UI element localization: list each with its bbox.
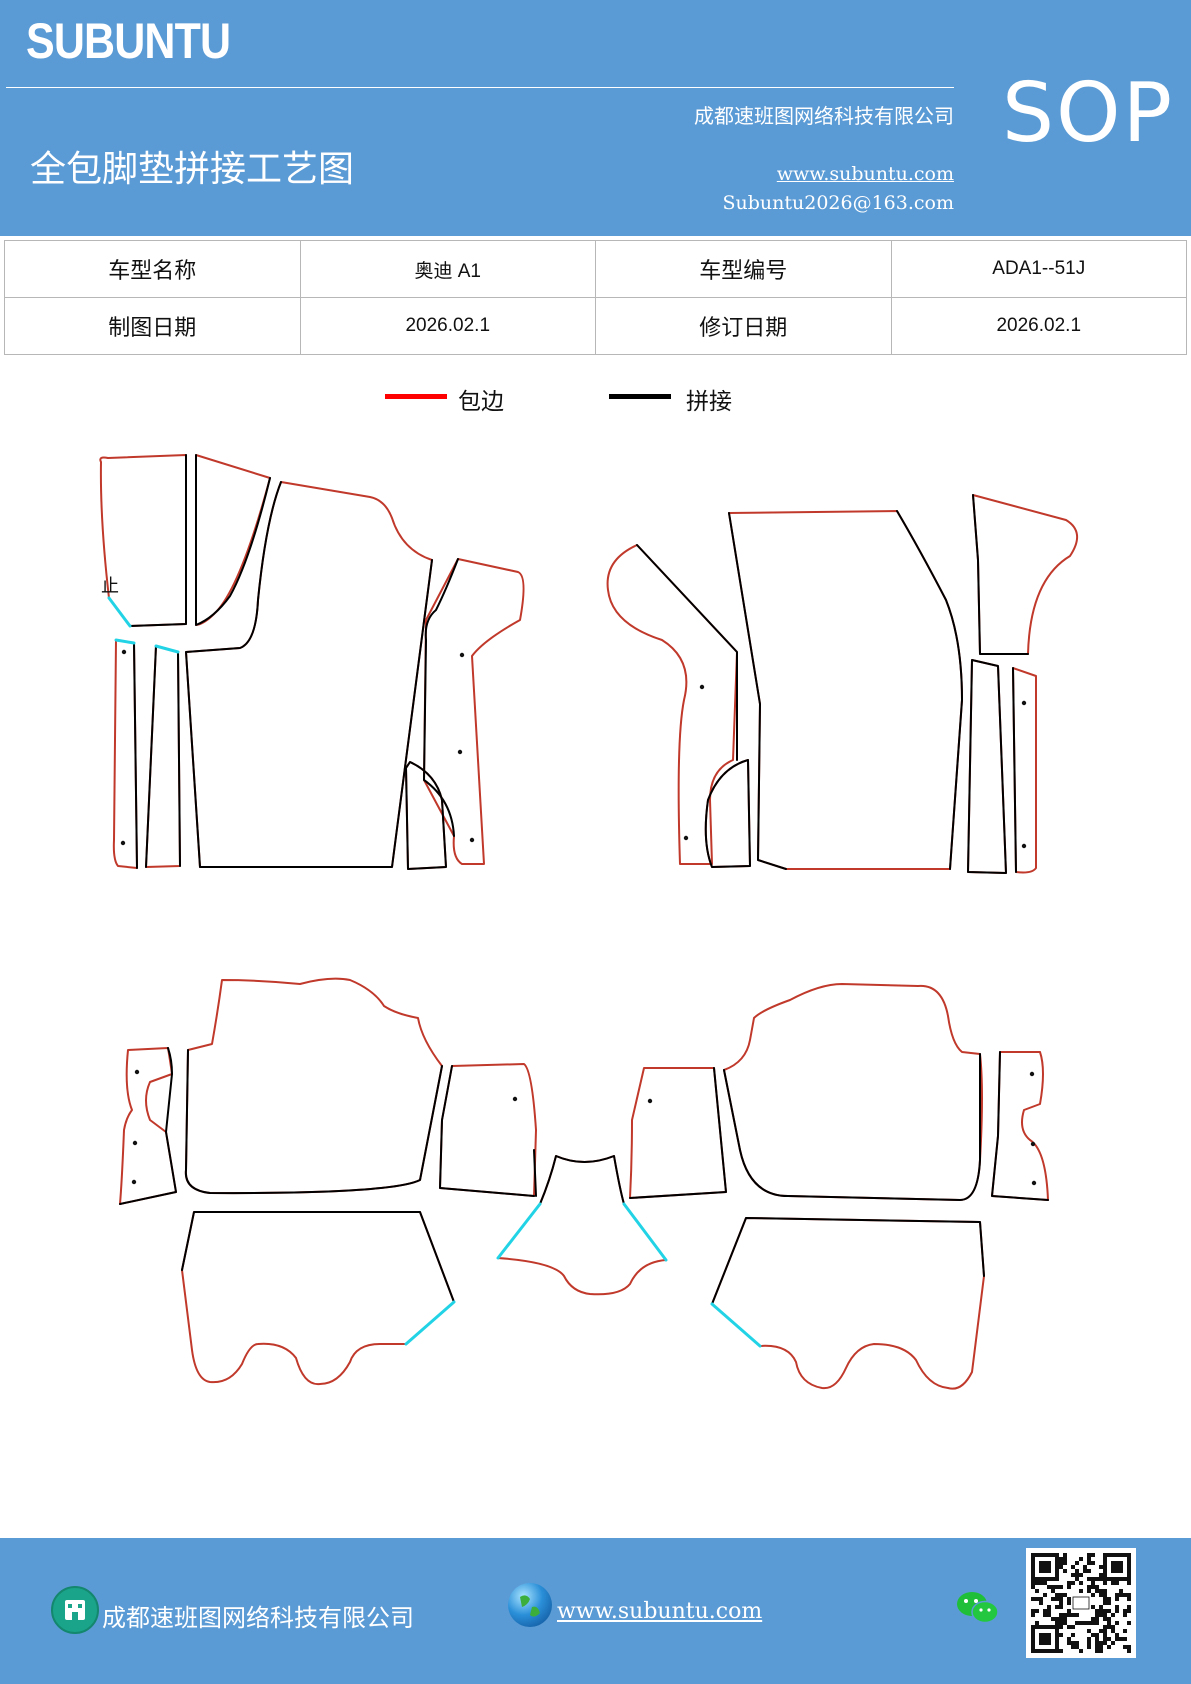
- model-name-value: 奥迪 A1: [299, 240, 596, 298]
- piece-highlight: [107, 596, 132, 628]
- piece-seam: [1012, 667, 1017, 873]
- piece-seam: [133, 642, 138, 869]
- piece-seam: [423, 558, 459, 837]
- reference-dot: [121, 649, 127, 655]
- front-right-mat-group: [606, 494, 1078, 874]
- piece-seam: [439, 1065, 537, 1197]
- wechat-icon[interactable]: [955, 1588, 1001, 1628]
- piece-outline: [967, 659, 1007, 874]
- company-name: 成都速班图网络科技有限公司: [694, 104, 954, 128]
- reference-dot: [132, 1140, 138, 1146]
- piece-seam: [405, 761, 447, 870]
- piece-seam: [181, 1211, 455, 1303]
- reference-dot: [131, 1179, 137, 1185]
- email-address: Subuntu2026@163.com: [722, 192, 954, 214]
- reference-dot: [683, 835, 689, 841]
- reference-dot: [457, 749, 463, 755]
- piece-outline: [629, 1067, 727, 1199]
- reference-dots: [120, 649, 1037, 1186]
- piece-highlight: [404, 1300, 456, 1346]
- piece-seam: [636, 544, 738, 761]
- piece-seam: [129, 454, 187, 627]
- reference-dot: [1029, 1071, 1035, 1077]
- seam-legend-label: 拼接: [686, 389, 732, 415]
- reference-dot: [1021, 700, 1027, 706]
- piece-seam: [145, 645, 181, 868]
- piece-outline: [439, 1063, 537, 1197]
- reference-dot: [647, 1098, 653, 1104]
- qr-code[interactable]: [1026, 1548, 1136, 1658]
- rear-left-mat-group: [119, 977, 668, 1386]
- piece-outline: [991, 1051, 1049, 1201]
- piece-seam: [991, 1051, 1049, 1201]
- sop-badge: SOP: [1002, 66, 1175, 161]
- reference-dot: [1031, 1180, 1037, 1186]
- piece-seam: [704, 759, 751, 868]
- piece-highlight: [496, 1202, 668, 1262]
- legend: 包边 拼接: [0, 386, 1191, 426]
- piece-seam: [195, 454, 271, 626]
- piece-outline: [972, 494, 1078, 655]
- table-row: 车型名称 奥迪 A1 车型编号 ADA1--51J: [4, 240, 1187, 298]
- building-icon: [51, 1586, 99, 1634]
- piece-highlight: [154, 644, 180, 654]
- draw-date-value: 2026.02.1: [299, 297, 596, 355]
- front-left-mat-group: 止: [99, 454, 525, 870]
- model-code-value: ADA1--51J: [890, 240, 1187, 298]
- piece-seam: [967, 659, 1007, 874]
- piece-outline: [723, 983, 983, 1201]
- piece-outline: [184, 977, 443, 1195]
- piece-seam: [185, 481, 433, 868]
- reference-dot: [134, 1069, 140, 1075]
- piece-outline: [423, 558, 525, 865]
- piece-outline: [405, 761, 447, 870]
- draw-date-label: 制图日期: [4, 297, 301, 355]
- piece-seam: [539, 1155, 625, 1205]
- model-code-label: 车型编号: [595, 240, 892, 298]
- piece-outline: [99, 454, 187, 627]
- piece-outline: [185, 481, 433, 868]
- reference-dot: [120, 840, 126, 846]
- model-name-label: 车型名称: [4, 240, 301, 298]
- reference-dot: [512, 1096, 518, 1102]
- revision-date-label: 修订日期: [595, 297, 892, 355]
- globe-icon: [508, 1583, 552, 1627]
- piece-seam: [711, 1217, 985, 1305]
- revision-date-value: 2026.02.1: [890, 297, 1187, 355]
- table-row: 制图日期 2026.02.1 修订日期 2026.02.1: [4, 297, 1187, 355]
- reference-dot: [699, 684, 705, 690]
- edge-legend-label: 包边: [458, 389, 504, 415]
- stop-mark: 止: [101, 576, 119, 597]
- website-link[interactable]: www.subuntu.com: [776, 163, 954, 185]
- footer-website-link[interactable]: www.subuntu.com: [557, 1599, 763, 1624]
- piece-outline: [711, 1217, 985, 1390]
- reference-dot: [469, 837, 475, 843]
- footer-bar: 成都速班图网络科技有限公司 www.subuntu.com: [0, 1538, 1191, 1684]
- page-title: 全包脚垫拼接工艺图: [30, 149, 355, 190]
- edge-legend-swatch: [385, 394, 447, 399]
- brand-logo: SUBUNTU: [26, 13, 231, 69]
- piece-highlight: [114, 638, 136, 645]
- header-divider: [6, 87, 954, 88]
- reference-dot: [1021, 843, 1027, 849]
- header-banner: SUBUNTU 成都速班图网络科技有限公司 全包脚垫拼接工艺图 www.subu…: [0, 0, 1191, 236]
- seam-legend-swatch: [609, 394, 671, 399]
- piece-seam: [723, 1053, 981, 1201]
- piece-outline: [181, 1211, 455, 1386]
- info-table: 车型名称 奥迪 A1 车型编号 ADA1--51J 制图日期 2026.02.1…: [4, 240, 1187, 355]
- footer-company-name: 成都速班图网络科技有限公司: [102, 1604, 414, 1632]
- reference-dot: [1030, 1141, 1036, 1147]
- piece-seam: [184, 1049, 443, 1195]
- piece-highlight: [710, 1302, 762, 1348]
- reference-dot: [459, 652, 465, 658]
- piece-seam: [119, 1047, 177, 1205]
- piece-outline: [112, 639, 138, 869]
- piece-seam: [629, 1067, 727, 1199]
- piece-seam: [728, 510, 963, 870]
- rear-right-mat-group: [629, 983, 1049, 1390]
- piece-outline: [606, 544, 738, 865]
- piece-seam: [972, 494, 1029, 655]
